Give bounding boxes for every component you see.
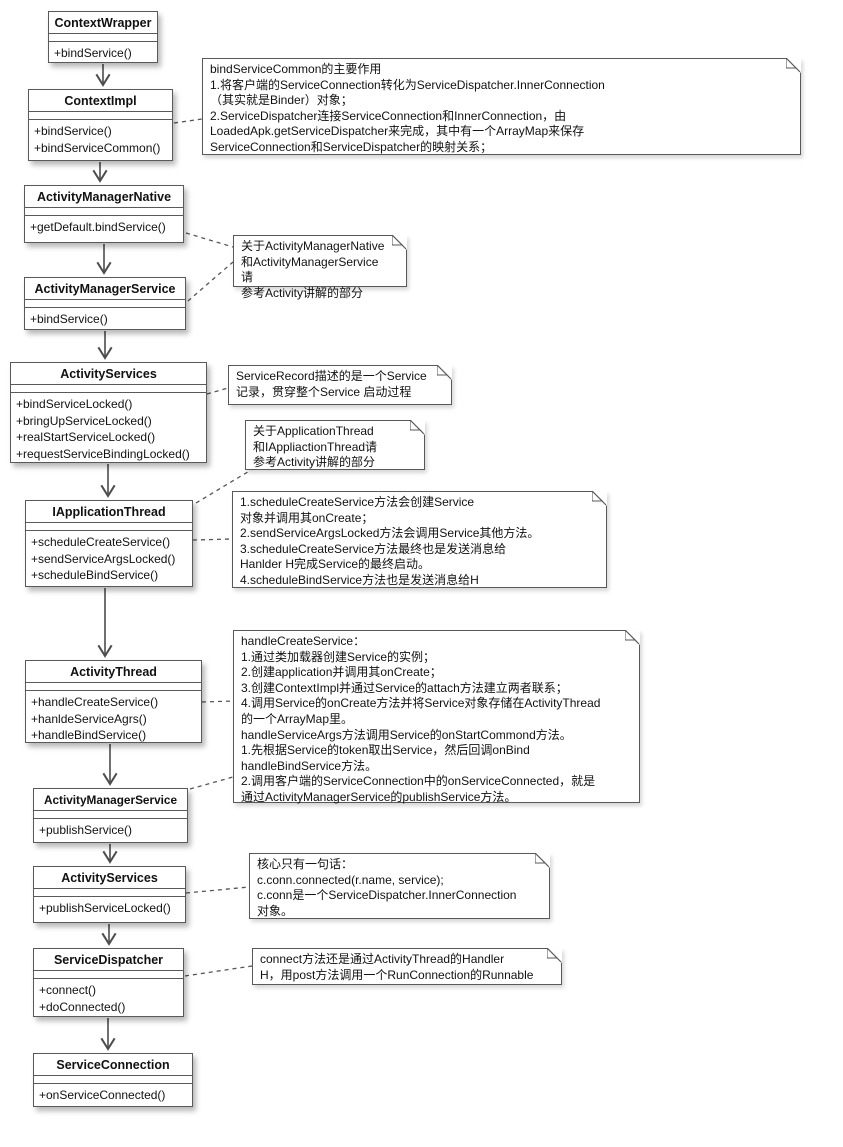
class-attributes-compartment (25, 208, 183, 216)
note-fold-icon (625, 630, 640, 645)
class-method: +bindServiceCommon() (34, 140, 161, 155)
class-methods-compartment: +publishServiceLocked() (34, 897, 185, 920)
class-title: ServiceDispatcher (34, 949, 183, 971)
class-methods-compartment: +onServiceConnected() (34, 1084, 192, 1107)
class-method: +connect() (39, 983, 97, 997)
class-methods-compartment: +bindService() +bindServiceCommon() (29, 120, 172, 159)
class-activitymanagernative: ActivityManagerNative +getDefault.bindSe… (24, 185, 184, 243)
class-methods-compartment: +bindServiceLocked() +bringUpServiceLock… (11, 393, 206, 465)
class-method: +getDefault.bindService() (30, 220, 166, 234)
class-title: ActivityManagerService (25, 278, 185, 300)
note-connect-handler: connect方法还是通过ActivityThread的Handler H，用p… (252, 948, 562, 985)
class-title: ContextWrapper (49, 12, 157, 34)
class-methods-compartment: +scheduleCreateService() +sendServiceArg… (26, 531, 192, 587)
class-title: ActivityServices (34, 867, 185, 889)
class-method: +scheduleCreateService() (31, 535, 171, 549)
class-method: +publishServiceLocked() (39, 901, 171, 915)
class-activityservices: ActivityServices +bindServiceLocked() +b… (10, 362, 207, 463)
note-handlecreateservice: handleCreateService： 1.通过类加载器创建Service的实… (233, 630, 640, 804)
class-method: +bindServiceLocked() (16, 397, 133, 411)
class-method: +handleCreateService() (31, 695, 159, 709)
note-fold-icon (786, 58, 801, 73)
class-methods-compartment: +bindService() (25, 308, 185, 331)
class-method: +realStartServiceLocked() (16, 430, 156, 444)
note-servicerecord: ServiceRecord描述的是一个Service 记录，贯穿整个Servic… (228, 365, 452, 405)
class-contextwrapper: ContextWrapper +bindService() (48, 11, 158, 63)
note-text: connect方法还是通过ActivityThread的Handler H，用p… (260, 952, 534, 982)
note-about-applicationthread: 关于ApplicationThread 和IAppliactionThread请… (245, 420, 425, 470)
class-methods-compartment: +getDefault.bindService() (25, 216, 183, 239)
class-title: ActivityThread (26, 661, 201, 683)
class-method: +bindService() (34, 124, 112, 138)
class-method: +scheduleBindService() (31, 568, 159, 582)
class-attributes-compartment (11, 385, 206, 393)
class-activitythread: ActivityThread +handleCreateService() +h… (25, 660, 202, 743)
class-attributes-compartment (49, 34, 157, 42)
note-text: 1.scheduleCreateService方法会创建Service 对象并调… (240, 495, 540, 587)
class-title: ActivityManagerNative (25, 186, 183, 208)
class-attributes-compartment (34, 811, 187, 819)
class-methods-compartment: +bindService() (49, 42, 157, 65)
class-method: +hanldeServiceAgrs() (31, 711, 147, 726)
class-attributes-compartment (26, 523, 192, 531)
note-fold-icon (535, 853, 550, 868)
class-attributes-compartment (34, 889, 185, 897)
class-attributes-compartment (34, 971, 183, 979)
class-method: +publishService() (39, 823, 133, 837)
note-text: bindServiceCommon的主要作用 1.将客户端的ServiceCon… (210, 62, 605, 154)
class-title: IApplicationThread (26, 501, 192, 523)
class-iapplicationthread: IApplicationThread +scheduleCreateServic… (25, 500, 193, 587)
class-title: ActivityServices (11, 363, 206, 385)
class-method: +handleBindService() (31, 728, 147, 742)
note-schedulecreateservice: 1.scheduleCreateService方法会创建Service 对象并调… (232, 491, 607, 588)
note-fold-icon (592, 491, 607, 506)
class-activitymanagerservice: ActivityManagerService +bindService() (24, 277, 186, 330)
note-fold-icon (547, 948, 562, 963)
note-text: handleCreateService： 1.通过类加载器创建Service的实… (241, 634, 601, 804)
note-about-amn-ams: 关于ActivityManagerNative 和ActivityManager… (233, 235, 407, 300)
class-methods-compartment: +connect() +doConnected() (34, 979, 183, 1018)
class-attributes-compartment (34, 1076, 192, 1084)
class-title: ActivityManagerService (34, 789, 187, 811)
class-method: +bringUpServiceLocked() (16, 413, 152, 428)
class-serviceconnection: ServiceConnection +onServiceConnected() (33, 1053, 193, 1107)
class-servicedispatcher: ServiceDispatcher +connect() +doConnecte… (33, 948, 184, 1017)
note-text: 核心只有一句话： c.conn.connected(r.name, servic… (257, 857, 517, 918)
class-activityservices-2: ActivityServices +publishServiceLocked() (33, 866, 186, 923)
class-method: +onServiceConnected() (39, 1088, 166, 1102)
note-text: 关于ActivityManagerNative 和ActivityManager… (241, 239, 385, 300)
class-activitymanagerservice-2: ActivityManagerService +publishService() (33, 788, 188, 843)
note-fold-icon (437, 365, 452, 380)
class-attributes-compartment (25, 300, 185, 308)
class-attributes-compartment (26, 683, 201, 691)
note-fold-icon (392, 235, 407, 250)
note-text: 关于ApplicationThread 和IAppliactionThread请… (253, 424, 378, 470)
class-method: +requestServiceBindingLocked() (16, 446, 190, 461)
class-methods-compartment: +handleCreateService() +hanldeServiceAgr… (26, 691, 201, 747)
class-attributes-compartment (29, 112, 172, 120)
class-methods-compartment: +publishService() (34, 819, 187, 842)
note-text: ServiceRecord描述的是一个Service 记录，贯穿整个Servic… (236, 369, 427, 399)
class-method: +doConnected() (39, 999, 126, 1014)
note-core-connected: 核心只有一句话： c.conn.connected(r.name, servic… (249, 853, 550, 919)
note-fold-icon (410, 420, 425, 435)
note-bindservicecommon: bindServiceCommon的主要作用 1.将客户端的ServiceCon… (202, 58, 801, 155)
class-method: +bindService() (54, 46, 132, 60)
class-title: ServiceConnection (34, 1054, 192, 1076)
class-contextimpl: ContextImpl +bindService() +bindServiceC… (28, 89, 173, 161)
class-title: ContextImpl (29, 90, 172, 112)
class-method: +sendServiceArgsLocked() (31, 551, 176, 566)
class-method: +bindService() (30, 312, 108, 326)
